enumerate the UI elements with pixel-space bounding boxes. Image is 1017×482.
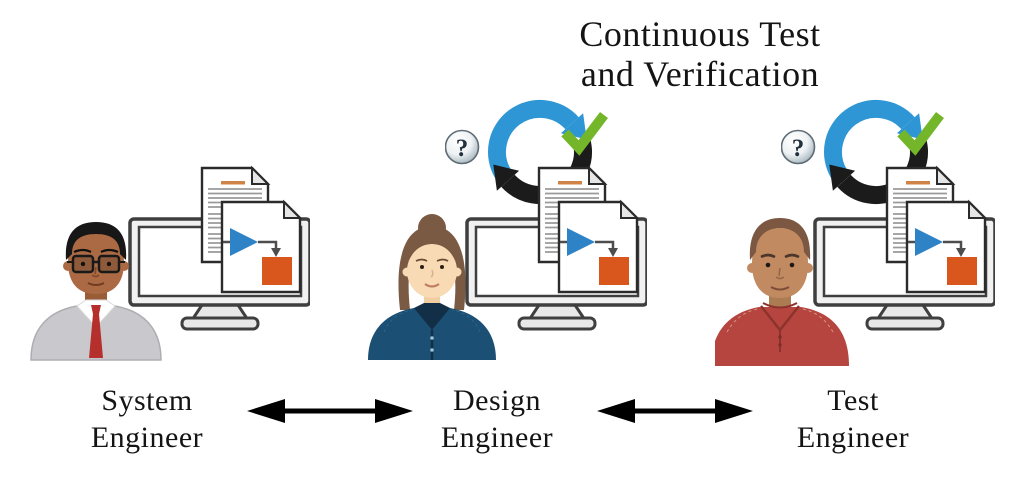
design-engineer-avatar xyxy=(368,214,496,360)
system-engineer-group xyxy=(30,166,310,361)
collar-band xyxy=(762,302,798,309)
title-line-1: Continuous Test xyxy=(579,14,821,54)
system-engineer-workstation xyxy=(128,166,310,331)
face xyxy=(752,228,808,298)
eyes xyxy=(420,265,444,269)
eyes xyxy=(80,261,112,267)
tie xyxy=(89,314,103,358)
label-line-2: Engineer xyxy=(90,421,204,454)
mouth xyxy=(424,283,440,288)
system-engineer-avatar xyxy=(30,222,162,361)
test-engineer-workstation xyxy=(813,166,995,331)
hair xyxy=(749,218,811,260)
shirt-seams xyxy=(726,308,834,333)
label-test-engineer: Test Engineer xyxy=(743,382,963,456)
label-line-2: Engineer xyxy=(440,421,554,454)
eyebrows xyxy=(760,253,800,259)
nose xyxy=(775,267,785,280)
design-engineer-workstation xyxy=(465,166,647,331)
buttons xyxy=(778,335,782,347)
label-line-2: Engineer xyxy=(796,421,910,454)
label-system-engineer: System Engineer xyxy=(37,382,257,456)
mouth xyxy=(770,286,790,291)
shirt xyxy=(715,307,849,366)
label-design-engineer: Design Engineer xyxy=(387,382,607,456)
nose xyxy=(430,269,434,278)
hair-fringe xyxy=(407,236,457,264)
buttons xyxy=(430,336,434,352)
title-line-2: and Verification xyxy=(580,54,820,94)
test-engineer-group xyxy=(715,166,995,366)
mouth xyxy=(87,282,105,286)
arrowhead-left xyxy=(597,399,635,423)
eyebrows xyxy=(73,248,119,254)
design-engineer-group xyxy=(368,166,647,360)
test-engineer-avatar xyxy=(715,218,849,366)
label-line-1: Design xyxy=(453,384,541,417)
collar xyxy=(414,303,450,330)
system-design-arrow xyxy=(247,399,413,423)
label-line-1: Test xyxy=(827,384,879,417)
diagram-title: Continuous Test and Verification xyxy=(535,14,865,94)
arrowhead-right xyxy=(375,399,413,423)
hair xyxy=(65,222,127,260)
nose xyxy=(91,266,100,278)
arrowhead-right xyxy=(715,399,753,423)
eyebrows xyxy=(415,258,449,262)
tie-knot xyxy=(91,305,101,314)
shirt-seams xyxy=(383,309,481,333)
design-test-arrow xyxy=(597,399,753,423)
eyes xyxy=(765,262,795,268)
label-line-1: System xyxy=(101,384,193,417)
arrowhead-left xyxy=(247,399,285,423)
